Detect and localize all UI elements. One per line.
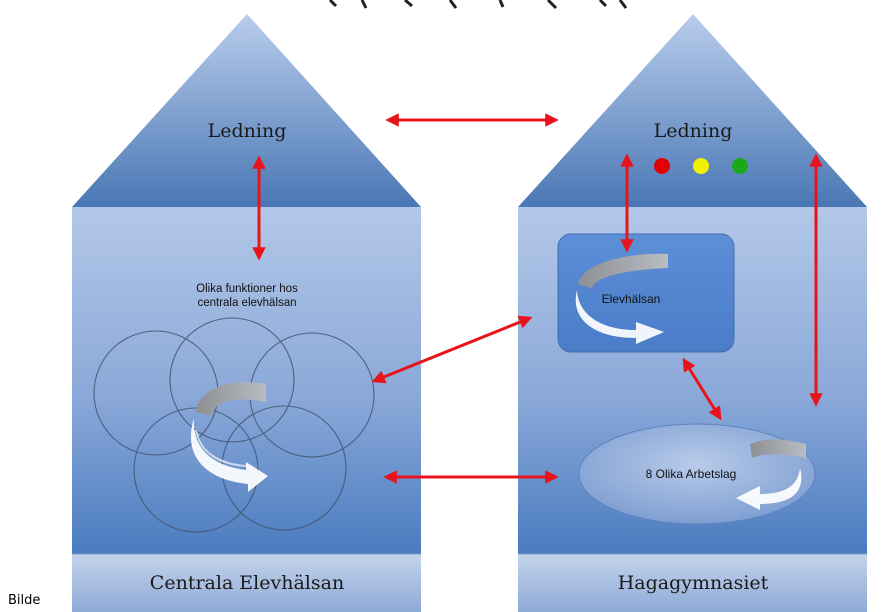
- left-footer: [72, 554, 421, 612]
- top-title-fragment: [300, 0, 630, 10]
- left-footer-label: Centrala Elevhälsan: [150, 572, 344, 594]
- right-house: Ledning Elevhälsan 8 Olika Arbetslag Hag…: [518, 14, 867, 612]
- left-body: [72, 207, 421, 554]
- traffic-light-dots: [654, 158, 748, 174]
- elevhalsan-box: Elevhälsan: [557, 233, 735, 353]
- function-circle: [169, 317, 295, 443]
- arbetslag-ellipse: 8 Olika Arbetslag: [578, 423, 816, 525]
- arbetslag-label: 8 Olika Arbetslag: [646, 467, 737, 481]
- left-roof: [72, 14, 421, 207]
- left-body-text-line2: centrala elevhälsan: [197, 297, 296, 309]
- right-footer: [518, 554, 867, 612]
- arrow-circles-to-elevhalsan: [371, 315, 533, 384]
- connector-arrows: [252, 113, 823, 484]
- left-house: Ledning Olika funktioner hos centrala el…: [72, 14, 421, 612]
- image-caption: Bilde: [8, 593, 41, 608]
- red-status-dot-icon: [654, 158, 670, 174]
- right-footer-label: Hagagymnasiet: [618, 572, 769, 594]
- left-body-text-line1: Olika funktioner hos: [196, 283, 298, 295]
- left-cycle-arrow-icon: [190, 382, 268, 492]
- green-status-dot-icon: [732, 158, 748, 174]
- right-roof: [518, 14, 867, 207]
- elevhalsan-label: Elevhälsan: [602, 292, 661, 306]
- left-roof-label: Ledning: [208, 120, 287, 142]
- arrow-elevhalsan-to-arbetslag: [682, 357, 722, 421]
- yellow-status-dot-icon: [693, 158, 709, 174]
- right-roof-label: Ledning: [654, 120, 733, 142]
